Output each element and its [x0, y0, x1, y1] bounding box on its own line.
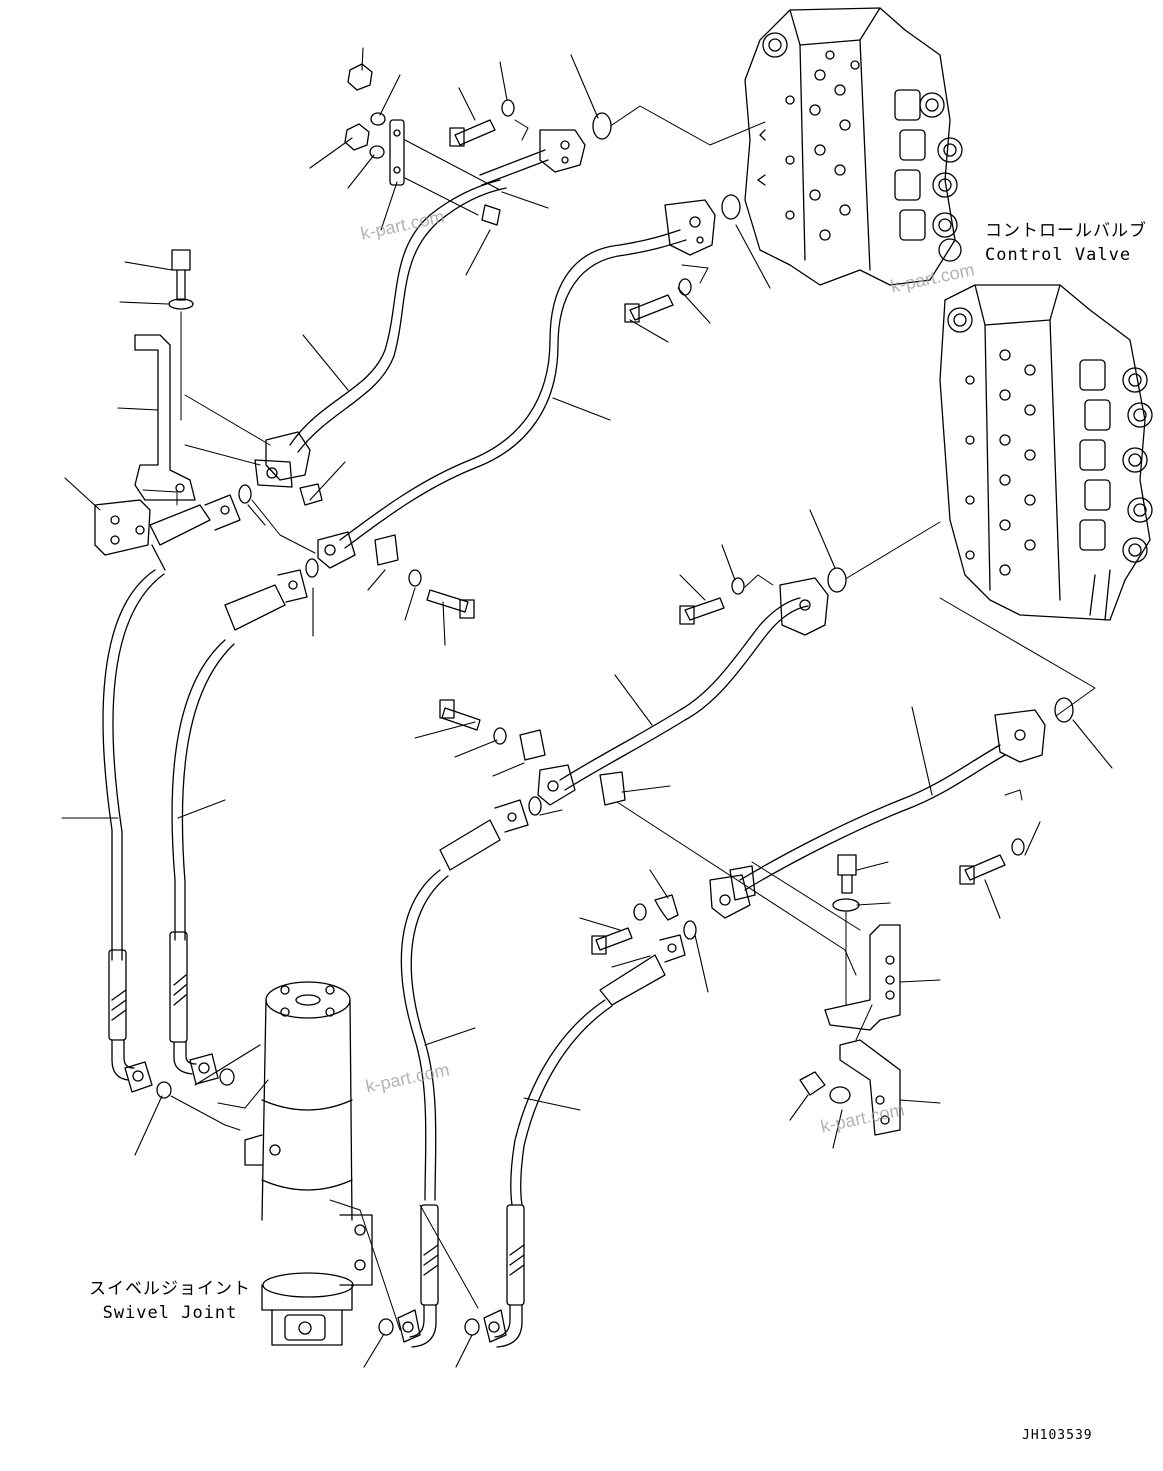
bracket-lower-right [825, 925, 900, 1135]
leader-lines [62, 48, 1112, 1367]
swivel-joint [245, 982, 372, 1345]
hose-3 [398, 800, 528, 1347]
reference-lines [143, 106, 1095, 1330]
upper-pipe-a [255, 130, 585, 505]
control-valve-label-en: Control Valve [985, 245, 1132, 265]
swivel-joint-label-jp: スイベルジョイント [89, 1279, 251, 1299]
control-valve-lower [940, 285, 1152, 620]
swivel-joint-label-en: Swivel Joint [102, 1303, 238, 1323]
upper-pipe-b [318, 200, 715, 568]
hose-2 [170, 570, 307, 1084]
control-valve-label-jp: コントロールバルブ [985, 221, 1147, 241]
hose-1 [103, 495, 240, 1092]
lower-pipe-a [520, 578, 828, 805]
control-valve-upper [745, 8, 962, 285]
bracket-upper-left [95, 335, 195, 555]
o-rings [157, 113, 1073, 1335]
drawing-code: JH103539 [1022, 1428, 1093, 1443]
hose-4 [484, 935, 685, 1347]
fasteners [169, 64, 1024, 1103]
lower-pipe-b [710, 710, 1045, 918]
